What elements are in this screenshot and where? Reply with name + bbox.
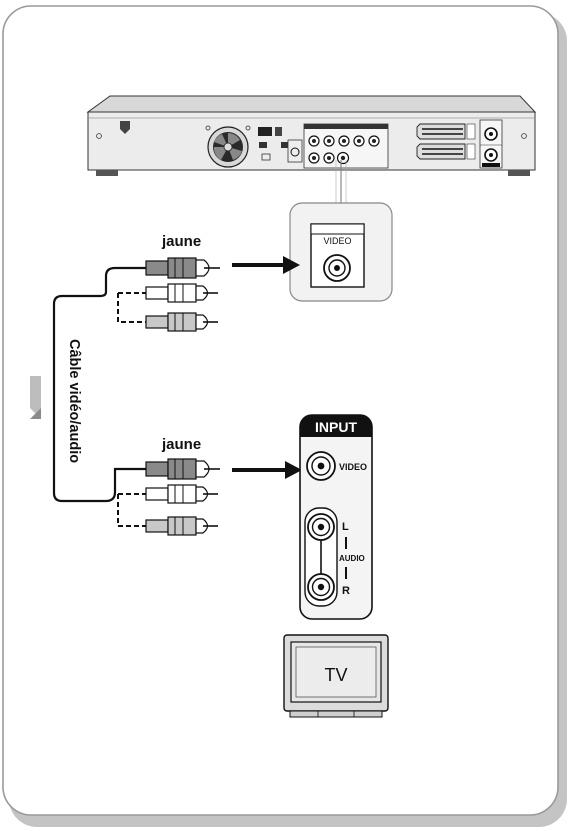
arrow-down-icon [30, 376, 41, 419]
jaune-label-bottom: jaune [161, 436, 201, 453]
red-plug-bottom [145, 516, 218, 536]
red-plug-top [145, 312, 218, 332]
yellow-plug-top [145, 257, 220, 279]
tv-icon: TV [283, 634, 389, 718]
tv-l-label: L [342, 521, 349, 533]
tv-screen-label: TV [324, 665, 347, 685]
white-plug-top [145, 283, 218, 303]
arrow-right-icon-bottom [232, 461, 302, 479]
tv-video-label: VIDEO [339, 462, 367, 472]
cable-top-plugs [52, 257, 220, 503]
frame [2, 5, 559, 816]
yellow-plug-bottom [145, 458, 220, 480]
recorder-back-panel [86, 95, 537, 176]
tv-input-panel: INPUT VIDEO L AUDIO R [299, 414, 373, 620]
tv-r-label: R [342, 585, 350, 597]
input-header-label: INPUT [315, 419, 357, 435]
video-output-label: VIDEO [323, 236, 351, 246]
tv-audio-label: AUDIO [339, 554, 365, 563]
white-plug-bottom [145, 484, 218, 504]
cable-bottom-plugs [117, 458, 220, 536]
fan-icon [205, 125, 251, 168]
video-output-zoom: VIDEO [289, 202, 393, 302]
jaune-label-top: jaune [161, 233, 201, 250]
arrow-right-icon [232, 256, 300, 274]
cable-label: Câble vidéo/audio [66, 339, 82, 463]
